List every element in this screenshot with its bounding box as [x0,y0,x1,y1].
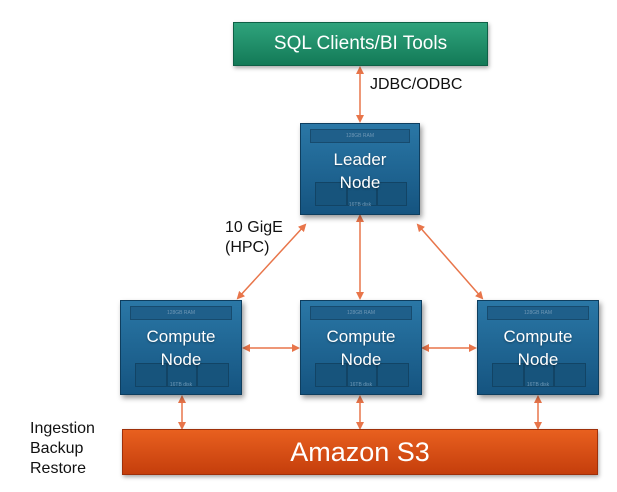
disk-caption: 16TB disk [348,202,372,208]
compute-ram-label: 128GB RAM [487,306,589,320]
compute-disk-chip [315,363,347,387]
compute-node-label-line2: Node [517,350,559,369]
compute-disk-chip [167,363,197,387]
compute-ram-label: 128GB RAM [310,306,412,320]
s3-op-ingestion: Ingestion [30,420,95,437]
compute-node-label-line2: Node [340,350,382,369]
compute-disk-chip [347,363,377,387]
compute-node-3: 128GB RAM Compute Node 16TB disk [477,300,599,395]
leader-node-label-line1: Leader [333,150,387,169]
compute-disk-chip [554,363,586,387]
compute-node-label: Compute Node [478,325,598,371]
network-label: 10 GigE (HPC) [225,218,283,258]
compute-node-label-line2: Node [160,350,202,369]
sql-clients-box: SQL Clients/BI Tools [233,22,488,66]
disk-caption: 16TB disk [169,382,193,388]
leader-disk-chip [315,182,347,206]
compute-node-label-line1: Compute [326,327,396,346]
leader-node: 128GB RAM Leader Node 16TB disk [300,123,420,215]
leader-disk-chip [377,182,407,206]
leader-ram-label: 128GB RAM [310,129,410,143]
compute-node-2: 128GB RAM Compute Node 16TB disk [300,300,422,395]
compute-disk-chip [197,363,229,387]
leader-node-label-line2: Node [339,173,381,192]
compute-disk-chip [524,363,554,387]
sql-clients-label: SQL Clients/BI Tools [273,33,448,54]
compute-node-label-line1: Compute [503,327,573,346]
network-label-line1: 10 GigE [225,219,283,236]
amazon-s3-box: Amazon S3 [122,429,598,475]
amazon-s3-label: Amazon S3 [290,436,430,467]
disk-caption: 16TB disk [526,382,550,388]
network-label-line2: (HPC) [225,239,270,256]
arrow-leader-compute-right [416,223,484,300]
compute-node-label: Compute Node [121,325,241,371]
compute-node-1: 128GB RAM Compute Node 16TB disk [120,300,242,395]
leader-node-label: Leader Node [301,148,419,194]
s3-operations-label: Ingestion Backup Restore [30,419,95,479]
compute-ram-label: 128GB RAM [130,306,232,320]
compute-disk-chip [377,363,409,387]
jdbc-odbc-label: JDBC/ODBC [370,76,463,93]
compute-node-label: Compute Node [301,325,421,371]
disk-caption: 16TB disk [349,382,373,388]
arrow-leader-compute-left [236,223,307,300]
leader-disk-chip [347,182,377,206]
s3-op-restore: Restore [30,460,87,477]
s3-op-backup: Backup [30,440,84,457]
compute-node-label-line1: Compute [146,327,216,346]
compute-disk-chip [492,363,524,387]
compute-disk-chip [135,363,167,387]
